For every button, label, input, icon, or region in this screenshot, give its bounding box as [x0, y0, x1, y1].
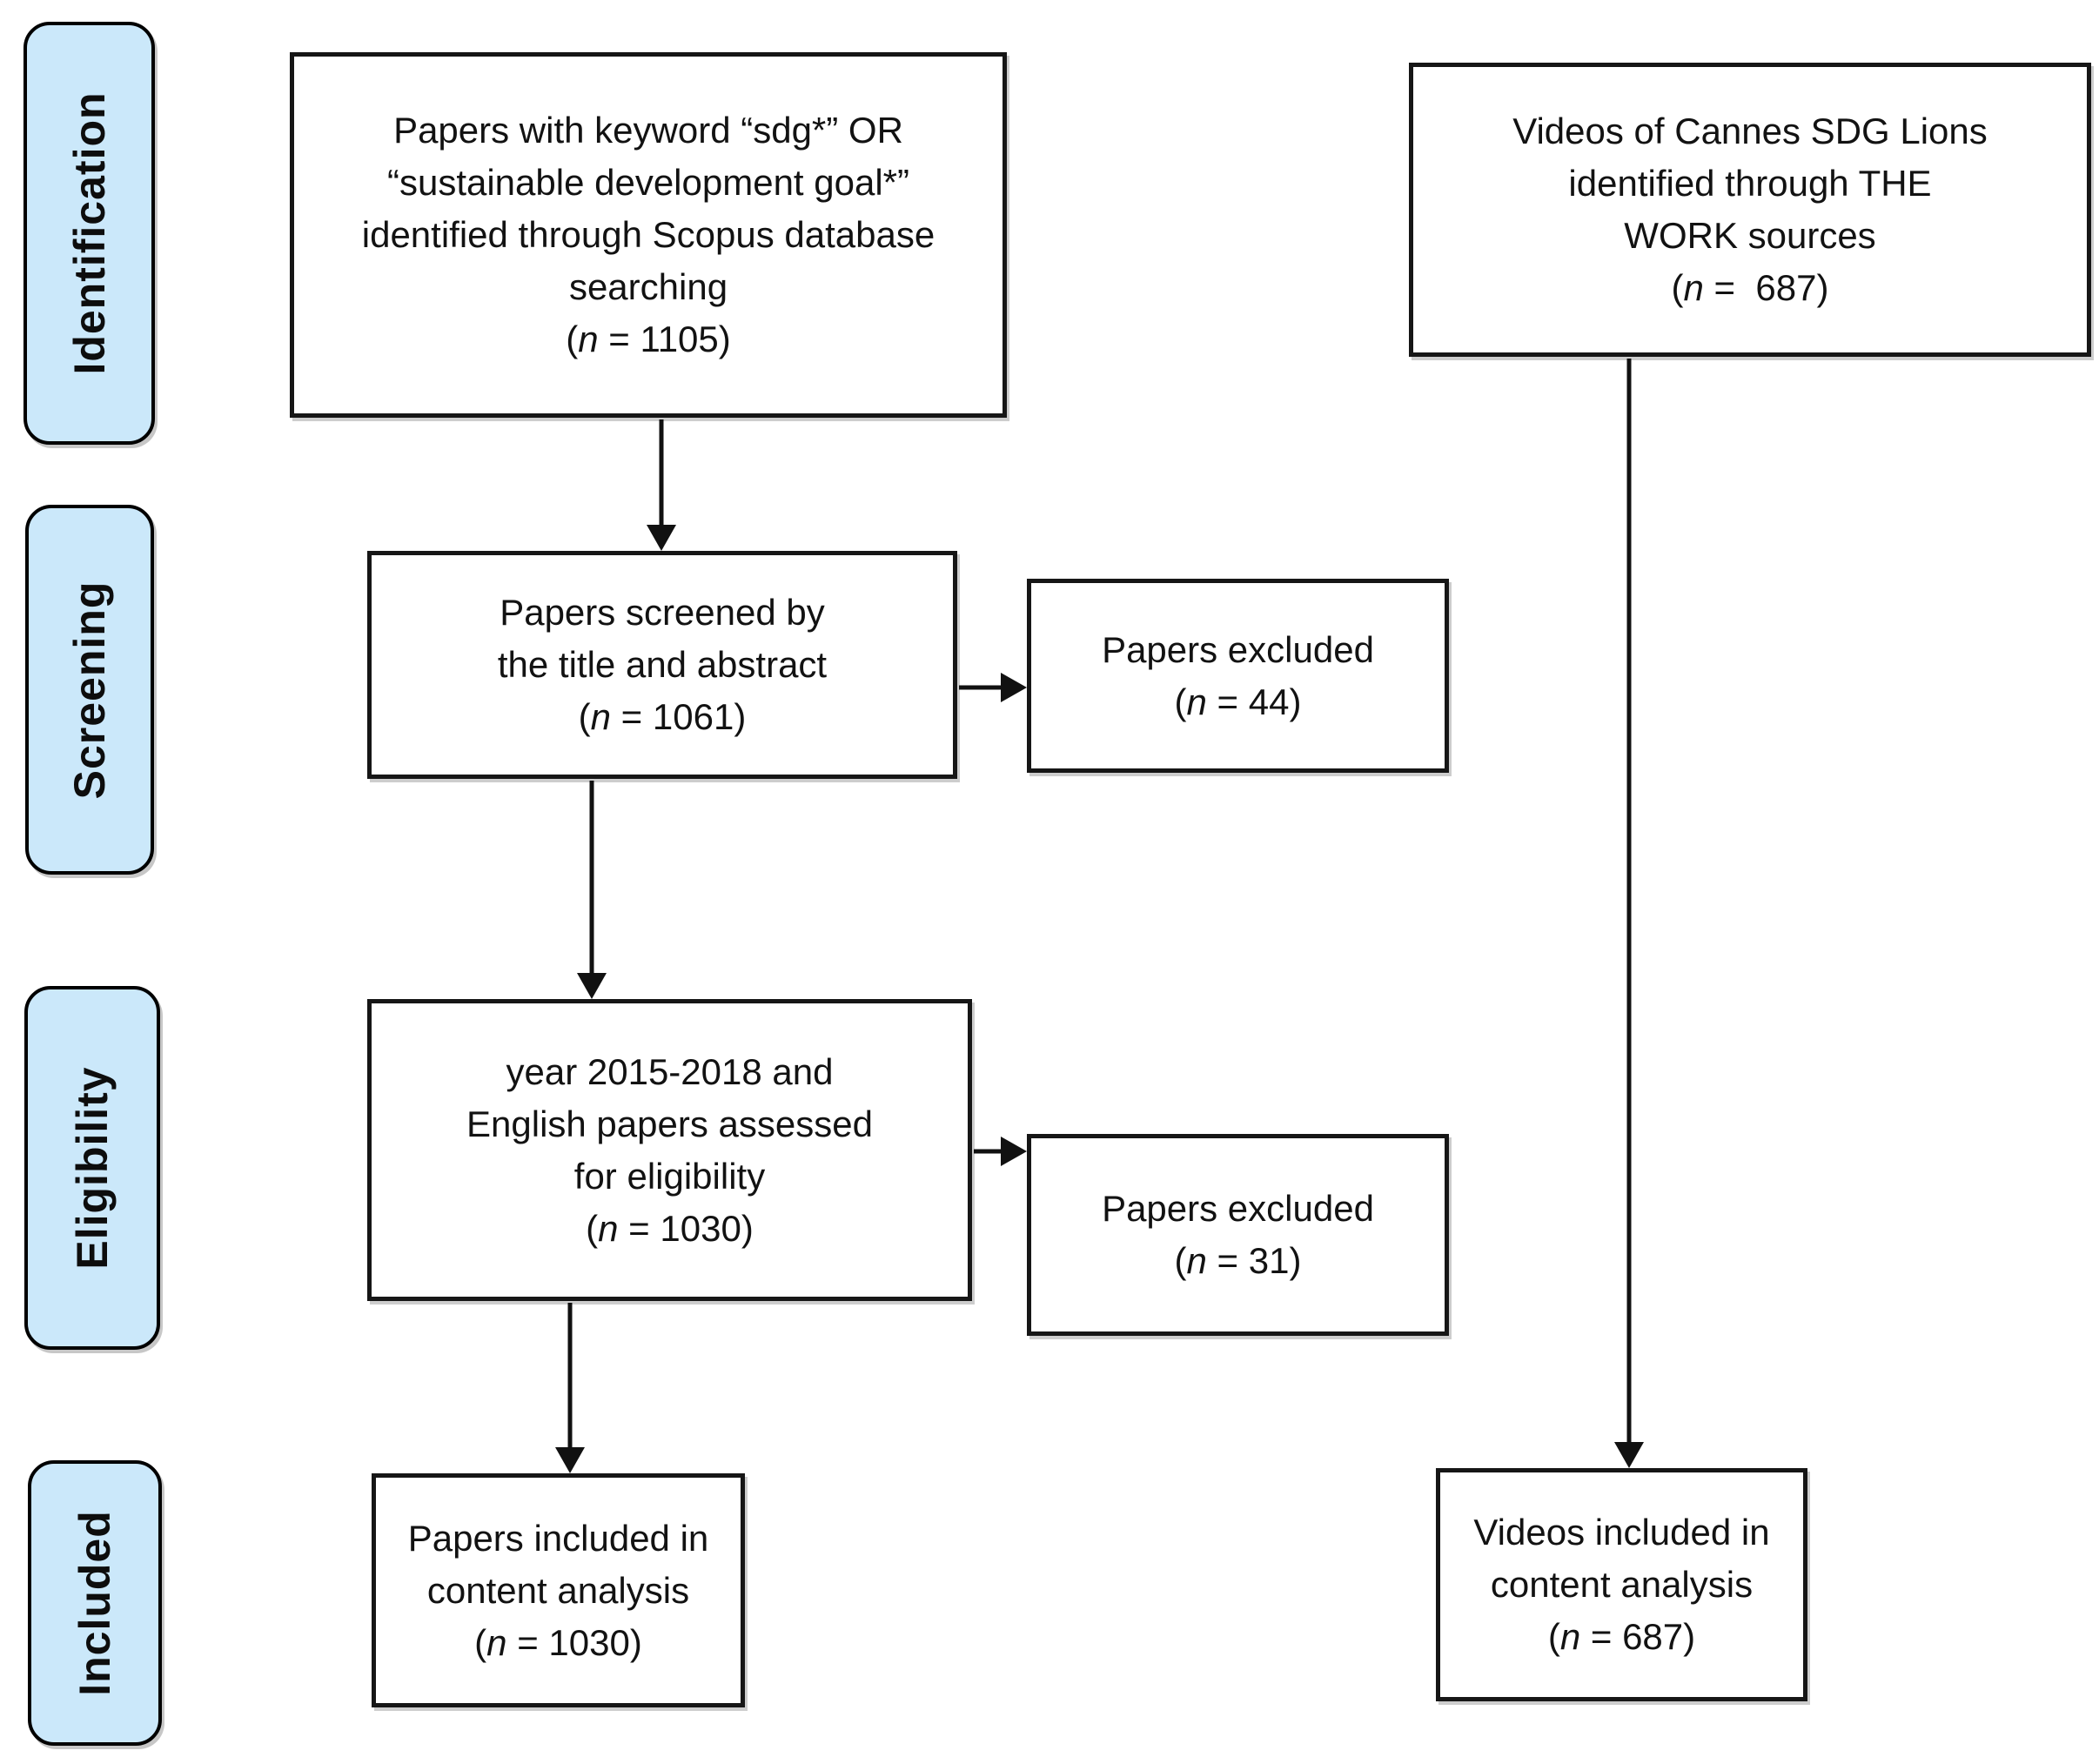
flow-box-text: year 2015-2018 and English papers assess…: [458, 1043, 882, 1258]
flow-box-text: Papers included in content analysis (n =…: [399, 1509, 718, 1673]
arrow-eligibility-to-excluded-icon: [974, 1137, 1027, 1166]
stage-label-included: Included: [28, 1460, 162, 1746]
count-line: (n = 1030): [474, 1621, 642, 1663]
flow-box-papers-included: Papers included in content analysis (n =…: [372, 1473, 745, 1707]
flow-box-papers-excluded-eligibility: Papers excluded (n = 31): [1027, 1134, 1449, 1336]
flow-box-eligibility-assessed: year 2015-2018 and English papers assess…: [367, 999, 972, 1301]
count-line: (n = 44): [1174, 681, 1302, 722]
count-line: (n = 1105): [566, 319, 731, 359]
flow-box-text: Papers excluded (n = 44): [1093, 620, 1383, 732]
flow-box-papers-excluded-screening: Papers excluded (n = 44): [1027, 579, 1449, 773]
arrow-videos-to-included-icon: [1614, 359, 1644, 1468]
stage-label-text: Identification: [64, 91, 114, 375]
stage-label-text: Screening: [65, 580, 114, 799]
count-line: (n = 31): [1174, 1240, 1302, 1281]
flow-box-text: Papers excluded (n = 31): [1093, 1179, 1383, 1291]
stage-label-text: Included: [70, 1510, 119, 1696]
flow-box-text: Videos of Cannes SDG Lions identified th…: [1504, 102, 1996, 318]
stage-label-eligibility: Eligibility: [24, 986, 160, 1350]
count-line: (n = 1030): [586, 1207, 754, 1249]
flow-box-text: Papers screened by the title and abstrac…: [489, 583, 835, 747]
flow-box-text: Papers with keyword “sdg*” OR “sustainab…: [353, 101, 944, 369]
flow-box-videos-included: Videos included in content analysis (n =…: [1436, 1468, 1807, 1701]
flow-box-scopus-identified: Papers with keyword “sdg*” OR “sustainab…: [290, 52, 1007, 418]
arrow-eligibility-to-included-icon: [555, 1303, 585, 1473]
stage-label-identification: Identification: [23, 22, 155, 445]
arrow-scopus-to-screened-icon: [647, 419, 676, 551]
flow-box-videos-identified: Videos of Cannes SDG Lions identified th…: [1409, 63, 2091, 357]
count-line: (n = 1061): [578, 696, 747, 737]
count-line: (n = 687): [1547, 1616, 1696, 1657]
flow-box-text: Videos included in content analysis (n =…: [1465, 1503, 1778, 1667]
stage-label-text: Eligibility: [68, 1066, 117, 1270]
stage-label-screening: Screening: [25, 505, 154, 875]
arrow-screened-to-excluded-icon: [959, 673, 1027, 702]
count-line: (n = 687): [1671, 267, 1829, 308]
flow-box-papers-screened: Papers screened by the title and abstrac…: [367, 551, 957, 779]
arrow-screened-to-eligibility-icon: [577, 781, 607, 999]
